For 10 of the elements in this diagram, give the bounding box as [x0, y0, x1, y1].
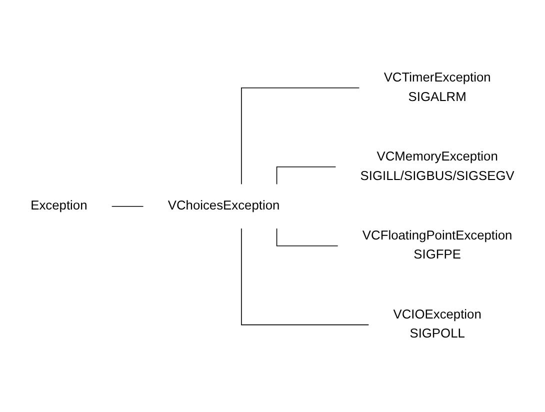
node-text: VCFloatingPointException SIGFPE — [362, 228, 512, 262]
connector — [276, 227, 339, 246]
connector — [241, 87, 360, 185]
node-text: VCTimerException SIGALRM — [384, 70, 491, 104]
node-text: VCMemoryException SIGILL/SIGBUS/SIGSEGV — [360, 150, 514, 183]
connector — [276, 166, 336, 185]
node-text: Exception — [30, 198, 88, 212]
node-text: VChoicesException — [168, 198, 280, 212]
node-text: VCIOException SIGPOLL — [393, 308, 482, 341]
connector — [241, 227, 370, 325]
